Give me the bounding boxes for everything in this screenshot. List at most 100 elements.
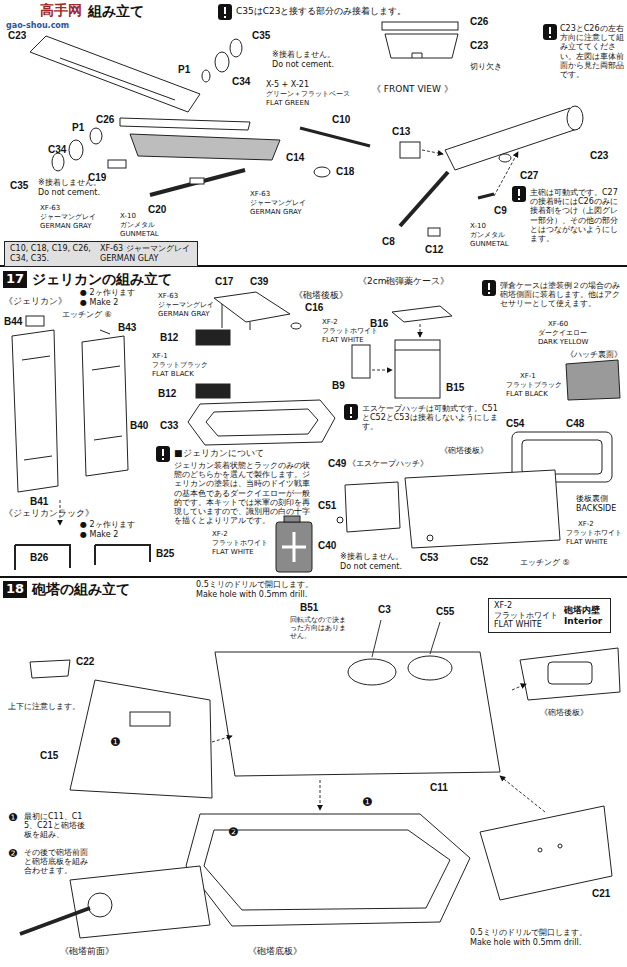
- part-outline: [548, 662, 592, 684]
- part-number: B25: [156, 548, 174, 560]
- note-text: ● Make 2: [80, 298, 118, 307]
- part-outline: [314, 167, 330, 177]
- note-text: ● 2ヶ作ります: [80, 288, 135, 297]
- part-outline: [392, 306, 452, 322]
- part-number: B12: [158, 388, 176, 400]
- part-number: C35: [252, 30, 270, 42]
- paint-callout: X-10: [470, 222, 486, 230]
- part-outline: [300, 128, 370, 146]
- part-outline: [445, 108, 580, 170]
- part-number: C51: [318, 500, 336, 512]
- section-divider: [0, 266, 627, 577]
- part-outline: [337, 517, 343, 523]
- warning-icon: [162, 458, 164, 460]
- part-number: C48: [566, 418, 584, 430]
- paint-callout: ジャーマングレイ: [40, 213, 96, 221]
- assembly-line: [372, 370, 392, 371]
- part-number: B51: [300, 602, 318, 614]
- part-outline: [108, 160, 126, 168]
- step-number: ❷: [228, 826, 239, 840]
- part-outline: [202, 70, 210, 82]
- part-number: B44: [4, 316, 22, 328]
- part-outline: [100, 330, 110, 334]
- section-heading: 18 砲塔の組み立て: [3, 580, 133, 599]
- paint-area: [282, 532, 306, 562]
- note-text: エスケープハッチは可動式です。C51とC52とC53は接着しないようにします。: [362, 404, 502, 432]
- leader-line: [372, 620, 381, 657]
- part-outline: [405, 470, 560, 548]
- note-text: ● 2ヶ作ります: [80, 520, 135, 529]
- view-heading: 《砲塔後板》: [540, 708, 588, 717]
- paint-callout: XF-60: [548, 320, 568, 328]
- note-text: Do not cement.: [38, 188, 100, 197]
- part-number: C18: [336, 166, 354, 178]
- note-text: C35はC23と接する部分のみ接着します。: [236, 6, 406, 16]
- paint-callout: グリーン＋フラットベース: [266, 90, 350, 98]
- part-number: B12: [160, 332, 178, 344]
- part-number: C8: [382, 236, 395, 248]
- paint-callout: フラットホワイト: [322, 327, 378, 335]
- part-number: C9: [494, 205, 507, 217]
- part-outline: [92, 366, 120, 370]
- part-outline: [130, 712, 170, 726]
- section-heading: 17ジェリカンの組み立て: [3, 270, 175, 289]
- note-text: エッチング ⑤: [520, 558, 570, 567]
- part-outline: [230, 39, 242, 57]
- part-number: C21: [592, 888, 610, 900]
- part-outline: [150, 170, 245, 195]
- part-outline: [382, 22, 458, 30]
- view-heading: 《ジェリカン》: [4, 296, 67, 306]
- box-text: GERMAN GLAY: [100, 254, 190, 264]
- note-text: Do not cement.: [340, 562, 402, 571]
- paint-callout: ダークイエロー: [538, 329, 587, 337]
- leader-line: [372, 620, 440, 657]
- step-number: 18: [3, 581, 27, 598]
- box-text: C10, C18, C19, C26, C34, C35.: [10, 244, 94, 263]
- part-outline: [499, 154, 511, 162]
- box-text: XF-2: [494, 601, 558, 611]
- part-outline: [186, 814, 470, 926]
- part-outline: [348, 659, 396, 685]
- part-outline: [400, 142, 420, 158]
- paint-area: [196, 330, 230, 345]
- assembly-line: [422, 150, 443, 154]
- part-outline: [385, 34, 458, 58]
- paint-area: [276, 522, 312, 572]
- note-text: C23とC26の左右方向に注意して組み立ててください。左図は車体前面から見た両部…: [560, 24, 624, 79]
- assembly-line: [212, 736, 232, 742]
- paint-callout: FLAT BLACK: [506, 390, 548, 398]
- warning-icon: [549, 36, 551, 38]
- note-text: ジェリカン装着状態とラックのみの状態のどちらかを選んで製作します。ジェリカンの塗…: [174, 461, 314, 525]
- paint-callout: X-10: [120, 212, 136, 220]
- note-text: 回転式なので決まった方向はありません。: [290, 616, 348, 640]
- note-text: その後で砲塔前面と砲塔底板を組み合わせます。: [24, 848, 88, 876]
- part-outline: [188, 400, 335, 445]
- note-text: 上下に注意します。: [8, 702, 80, 711]
- part-number: C54: [506, 418, 524, 430]
- warning-icon: [512, 186, 526, 202]
- view-heading: 《砲塔前面》: [60, 946, 114, 956]
- step-number: ❶: [110, 736, 121, 750]
- paint-callout: XF-2: [212, 530, 228, 538]
- part-outline: [400, 172, 448, 226]
- note-text: 弾倉ケースは塗装例２の場合のみ砲塔側面に装着します。他はアクセサリーとして使えま…: [500, 281, 624, 309]
- part-number: C17: [215, 276, 233, 288]
- part-outline: [12, 330, 58, 492]
- part-number: C23: [8, 30, 26, 42]
- part-outline: [206, 409, 318, 436]
- section-title: 砲塔の組み立て: [32, 580, 130, 598]
- paint-callout: X-5 + X-21: [266, 80, 309, 89]
- part-outline: [291, 323, 301, 329]
- paint-callout: GUNMETAL: [470, 240, 509, 248]
- step-number: ❷: [8, 848, 18, 861]
- note-text: ※接着しません。: [38, 178, 101, 187]
- view-heading: ■ジェリカンについて: [174, 448, 264, 458]
- paint-area: [196, 384, 230, 398]
- assembly-line: [500, 776, 545, 812]
- part-outline: [52, 153, 64, 171]
- paint-callout: FLAT WHITE: [566, 538, 608, 546]
- part-outline: [395, 340, 440, 398]
